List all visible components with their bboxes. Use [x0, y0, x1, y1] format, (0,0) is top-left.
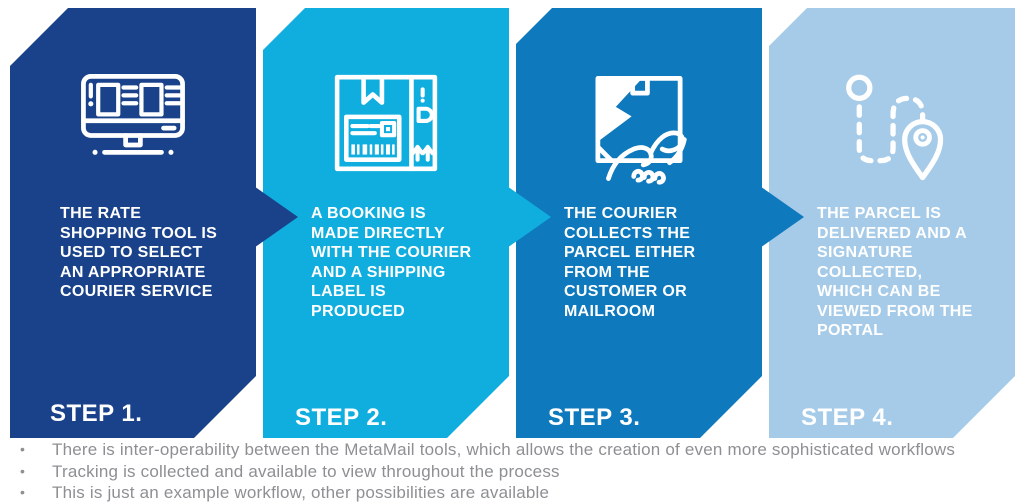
step1-label: STEP 1.: [50, 400, 143, 427]
step1-panel: THE RATE SHOPPING TOOL IS USED TO SELECT…: [10, 8, 256, 438]
rate-shopping-monitor-icon: [10, 72, 256, 162]
note-item: • There is inter-operability between the…: [16, 439, 1016, 461]
note-text: Tracking is collected and available to v…: [52, 461, 560, 481]
bullet-icon: •: [20, 484, 26, 500]
step2-description: A BOOKING IS MADE DIRECTLY WITH THE COUR…: [311, 205, 472, 320]
step3-description: THE COURIER COLLECTS THE PARCEL EITHER F…: [564, 205, 696, 320]
note-item: • Tracking is collected and available to…: [16, 461, 1016, 483]
note-item: • This is just an example workflow, othe…: [16, 482, 1016, 502]
step3-panel: THE COURIER COLLECTS THE PARCEL EITHER F…: [516, 8, 762, 438]
step1-description: THE RATE SHOPPING TOOL IS USED TO SELECT…: [60, 205, 218, 300]
notes-list: • There is inter-operability between the…: [16, 439, 1016, 502]
step3-label: STEP 3.: [548, 404, 641, 431]
step4-label: STEP 4.: [801, 404, 894, 431]
parcel-shipping-label-icon: [263, 72, 509, 174]
note-text: This is just an example workflow, other …: [52, 483, 550, 502]
delivery-route-pin-icon: [769, 72, 1015, 186]
courier-hand-parcel-icon: [516, 72, 762, 186]
step4-panel: THE PARCEL IS DELIVERED AND A SIGNATURE …: [769, 8, 1015, 438]
note-text: There is inter-operability between the M…: [52, 440, 956, 459]
step4-description: THE PARCEL IS DELIVERED AND A SIGNATURE …: [817, 205, 973, 339]
bullet-icon: •: [20, 441, 26, 457]
bullet-icon: •: [20, 462, 26, 479]
step2-label: STEP 2.: [295, 404, 388, 431]
step2-panel: A BOOKING IS MADE DIRECTLY WITH THE COUR…: [263, 8, 509, 438]
